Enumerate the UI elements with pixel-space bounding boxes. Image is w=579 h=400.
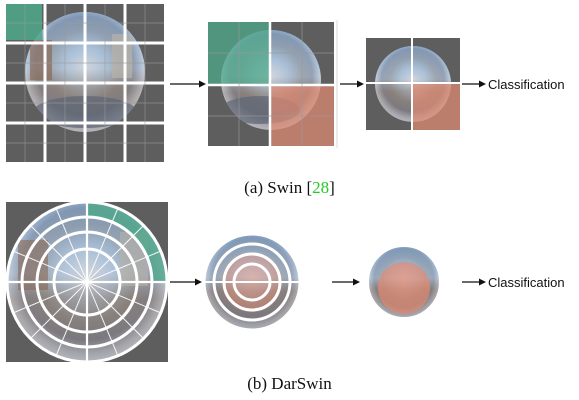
highlight-salmon-patch [413, 84, 460, 130]
arrow-a3 [462, 80, 486, 88]
highlight-salmon-region [378, 262, 430, 314]
patch-grid [208, 22, 334, 146]
patch-grid [6, 4, 164, 162]
sub-patch-grid [6, 4, 164, 162]
classification-label: Classification [488, 275, 565, 290]
caption-swin-text: (a) Swin [ [244, 178, 313, 197]
outer-ring [367, 245, 441, 319]
caption-swin: (a) Swin [28] [0, 178, 579, 198]
arrow-b1 [170, 278, 202, 286]
classification-label: Classification [488, 77, 565, 92]
sub-patch-grid [208, 22, 334, 146]
arrow-a1 [170, 80, 206, 88]
caption-darswin: (b) DarSwin [247, 374, 332, 393]
highlight-green-patch [6, 4, 42, 40]
swin-stage-2 [208, 20, 338, 148]
arrow-b3 [462, 278, 486, 286]
darswin-stage-3 [367, 245, 441, 319]
patch-grid [366, 38, 460, 130]
arrow-a2 [340, 80, 364, 88]
swin-stage-3 [366, 38, 460, 130]
sector-spokes [12, 207, 162, 357]
arrow-b2 [332, 278, 360, 286]
swin-stage-1 [6, 4, 164, 162]
darswin-stage-2 [202, 232, 302, 332]
highlight-green-sector [87, 202, 167, 282]
darswin-stage-1 [5, 200, 169, 364]
citation-link[interactable]: 28 [312, 178, 330, 197]
caption-swin-close: ] [329, 178, 335, 197]
